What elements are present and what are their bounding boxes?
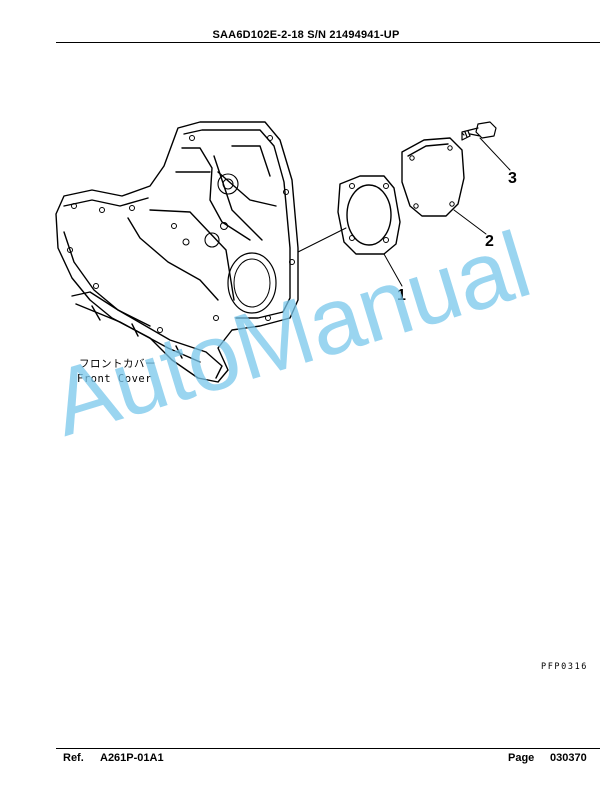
header-rule (56, 42, 600, 43)
leader-lines (297, 137, 511, 287)
drawing-code: PFP0316 (541, 662, 589, 672)
front-cover-housing (55, 121, 299, 383)
gasket-part (337, 175, 401, 255)
callout-2: 2 (485, 233, 494, 250)
callout-1: 1 (397, 287, 406, 304)
footer-page-value: 030370 (550, 752, 587, 764)
footer-page-label: Page (508, 752, 535, 764)
callout-3: 3 (508, 170, 517, 187)
footer-ref-label: Ref. (63, 752, 84, 764)
footer-rule (56, 748, 600, 749)
footer-ref-value: A261P-01A1 (100, 752, 164, 764)
cover-plate-part (401, 137, 465, 217)
caption-english: Front Cover (77, 373, 153, 385)
bolt-part (461, 121, 497, 141)
caption-japanese: フロントカバー (79, 358, 156, 370)
page-header-title: SAA6D102E-2-18 S/N 21494941-UP (212, 29, 400, 41)
